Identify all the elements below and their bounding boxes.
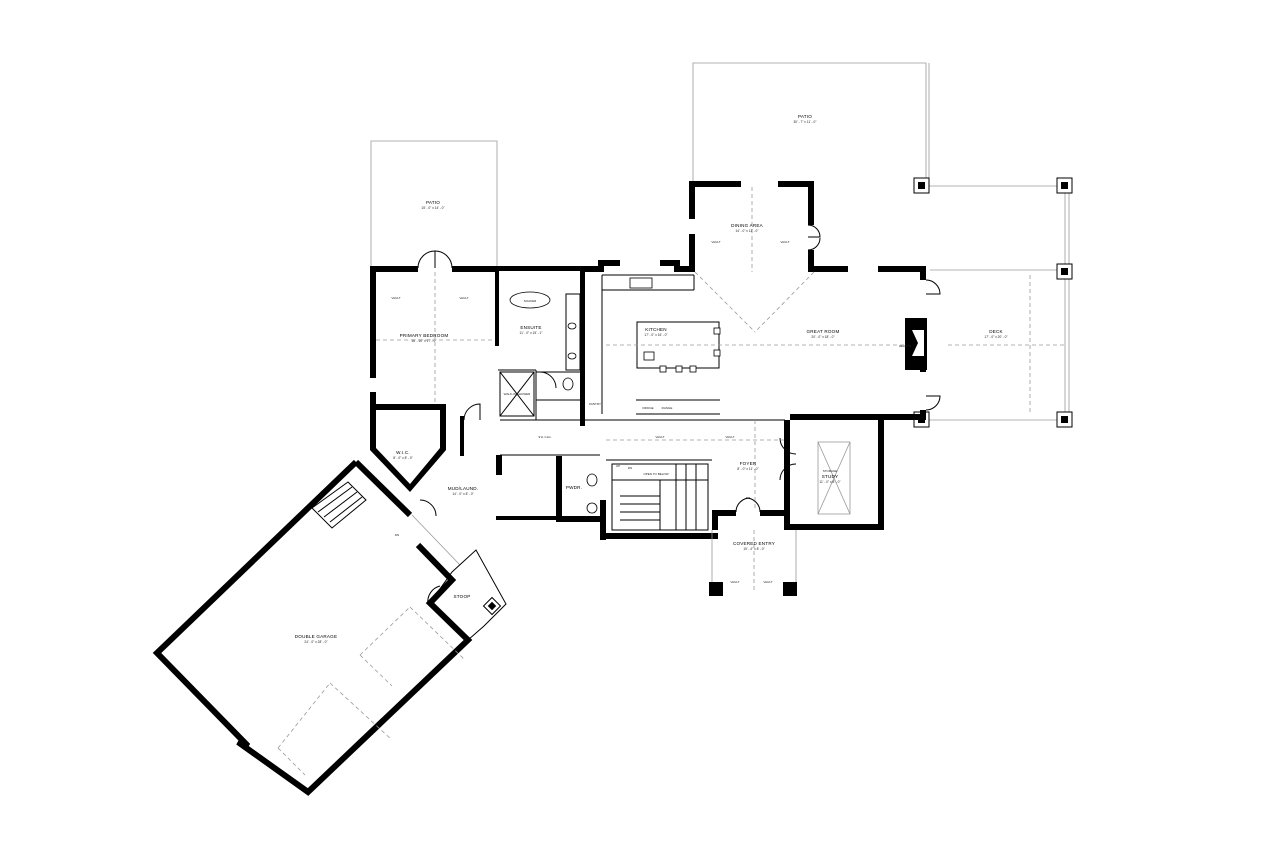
room-name: DINING AREA xyxy=(731,223,764,228)
room-label-pwdr: PWDR. xyxy=(566,485,582,490)
room-name: DOUBLE GARAGE xyxy=(295,634,337,639)
up-label: UP xyxy=(616,464,620,468)
stoop xyxy=(429,549,507,641)
tub-label: SOAKER xyxy=(524,299,537,303)
deck-post xyxy=(1056,177,1073,194)
vault-label: VAULT xyxy=(780,240,789,244)
garage-stairs xyxy=(311,481,367,529)
deck-outline xyxy=(926,185,1070,421)
room-dimensions: 8' - 0" x 11' - 0" xyxy=(737,467,758,471)
fridge-label: FRIDGE xyxy=(642,406,653,410)
fireplace-opening xyxy=(912,330,924,356)
room-label-double-garage: DOUBLE GARAGE 24' - 0" x 28' - 0" xyxy=(295,634,337,644)
annotations: VAULT VAULT VAULT VAULT VAULT VAULT VAUL… xyxy=(391,240,911,584)
room-dimensions: 30' - 7" x 11' - 0" xyxy=(794,120,817,124)
room-name: PWDR. xyxy=(566,485,582,490)
room-name: GREAT ROOM xyxy=(807,329,840,334)
vault-label: VAULT xyxy=(711,240,720,244)
ceiling-lines xyxy=(277,187,904,776)
vault-label: VAULT xyxy=(459,296,468,300)
stairs xyxy=(611,463,709,531)
room-dimensions: 11' - 0" x 8' - 0" xyxy=(819,480,840,484)
room-label-patio-primary: PATIO 15' - 0" x 14' - 0" xyxy=(421,200,444,210)
dn-label: DN xyxy=(395,533,399,537)
ceiling-height-label: 9'H. CLG. xyxy=(538,435,551,439)
vanity-sinks xyxy=(565,293,581,371)
room-label-kitchen: KITCHEN 17' - 0" x 16' - 0" xyxy=(644,327,667,337)
room-name: PRIMARY BEDROOM xyxy=(400,333,449,338)
room-label-great-room: GREAT ROOM 20' - 0" x 18' - 0" xyxy=(807,329,840,339)
vault-label: VAULT xyxy=(763,580,772,584)
room-label-ensuite: ENSUITE 11' - 0" x 15' - 1" xyxy=(520,325,543,335)
range-label: RANGE xyxy=(662,406,673,410)
room-name: W.I.C. xyxy=(396,450,410,455)
room-name: STUDY xyxy=(822,474,839,479)
pantry-label: PANTRY xyxy=(589,402,601,406)
vault-label: VAULT xyxy=(391,296,400,300)
room-name: KITCHEN xyxy=(645,327,667,332)
door-swing xyxy=(417,224,941,605)
room-dimensions: 16' - 10" x 17' - 0" xyxy=(412,339,437,343)
room-dimensions: 15' - 0" x 14' - 0" xyxy=(421,206,444,210)
vault-label: VAULT xyxy=(655,435,664,439)
toilet xyxy=(562,377,598,514)
room-name: PATIO xyxy=(798,114,812,119)
room-label-dining-area: DINING AREA 14' - 0" x 11' - 0" xyxy=(731,223,764,233)
deck-post xyxy=(1056,411,1073,428)
interior-lines xyxy=(411,274,785,566)
room-label-patio-dining: PATIO 30' - 7" x 11' - 0" xyxy=(794,114,817,124)
room-label-deck: DECK 17' - 0" x 20' - 0" xyxy=(984,329,1007,339)
room-dimensions: 17' - 0" x 16' - 0" xyxy=(644,333,667,337)
room-dimensions: 8' - 0" x 8' - 0" xyxy=(393,456,413,460)
shower xyxy=(499,371,535,417)
kitchen-sink xyxy=(629,277,653,289)
room-label-study: STUDY 11' - 0" x 8' - 0" xyxy=(819,474,840,484)
room-dimensions: 11' - 0" x 15' - 1" xyxy=(520,331,543,335)
kitchen-island xyxy=(636,321,721,373)
exterior-walls xyxy=(370,181,927,540)
open-below-label: OPEN TO BELOW xyxy=(643,472,668,476)
hearth-label: HEARTH xyxy=(899,344,911,348)
room-label-mudroom: MUD/LAUND. 14' - 0" x 8' - 0" xyxy=(448,486,479,496)
covered-entry xyxy=(709,530,797,596)
deck-post xyxy=(1056,263,1073,280)
room-dimensions: 14' - 0" x 11' - 0" xyxy=(736,229,759,233)
deck-post xyxy=(913,177,930,194)
room-name: DECK xyxy=(989,329,1003,334)
room-name: COVERED ENTRY xyxy=(733,541,775,546)
patio-primary-outline xyxy=(370,140,498,268)
room-label-wic: W.I.C. 8' - 0" x 8' - 0" xyxy=(393,450,413,460)
shower-label: WALK-IN SHOWER xyxy=(504,392,532,396)
dn-label: DN xyxy=(628,466,632,470)
room-dimensions: 15' - 4" x 8' - 0" xyxy=(743,547,764,551)
room-name: MUD/LAUND. xyxy=(448,486,479,491)
study-skylight xyxy=(817,441,851,515)
room-name: ENSUITE xyxy=(520,325,541,330)
room-dimensions: 20' - 0" x 18' - 0" xyxy=(811,335,834,339)
room-name: PATIO xyxy=(426,200,440,205)
room-name: STOOP xyxy=(454,594,471,599)
room-dimensions: 24' - 0" x 28' - 0" xyxy=(304,640,327,644)
patio-dining-outline xyxy=(692,62,930,183)
room-label-stoop: STOOP xyxy=(454,594,471,599)
garage-walls xyxy=(152,459,473,796)
room-dimensions: 14' - 0" x 8' - 0" xyxy=(452,492,473,496)
storage-label: STORAGE xyxy=(823,469,838,473)
vault-label: VAULT xyxy=(730,580,739,584)
room-label-primary-bedroom: PRIMARY BEDROOM 16' - 10" x 17' - 0" xyxy=(400,333,449,343)
vault-label: VAULT xyxy=(725,435,734,439)
room-dimensions: 17' - 0" x 20' - 0" xyxy=(984,335,1007,339)
room-name: FOYER xyxy=(740,461,757,466)
room-label-foyer: FOYER 8' - 0" x 11' - 0" xyxy=(737,461,758,471)
room-label-covered-entry: COVERED ENTRY 15' - 4" x 8' - 0" xyxy=(733,541,775,551)
soaker-tub xyxy=(509,291,551,309)
